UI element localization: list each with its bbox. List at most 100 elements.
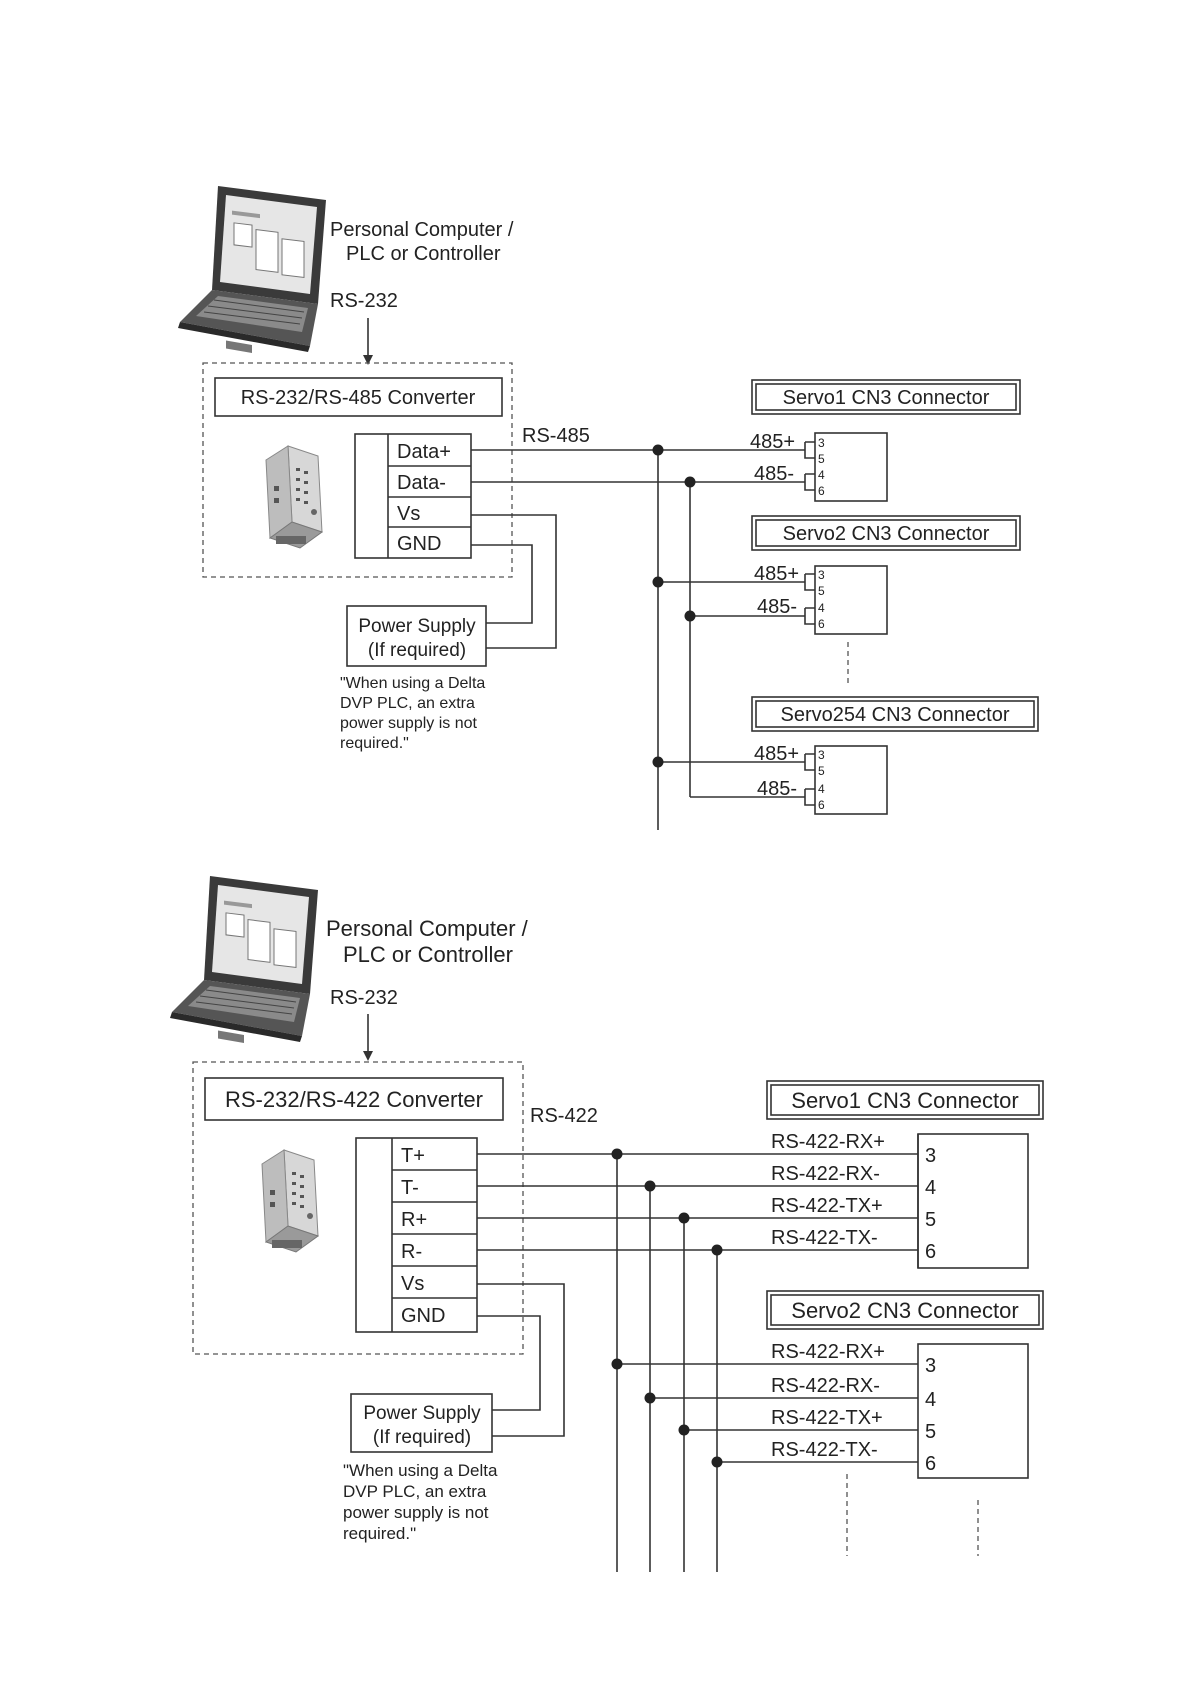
junction-dot: [652, 444, 664, 456]
terminal-block: [354, 433, 472, 559]
servo254-pin: 4: [818, 782, 825, 796]
servo2-pin: 3: [925, 1355, 936, 1377]
junction-dot: [644, 1180, 656, 1192]
terminal-data-plus: Data+: [397, 441, 451, 463]
servo2-pin: 4: [925, 1389, 936, 1411]
servo1-title: Servo1 CN3 Connector: [791, 1088, 1018, 1113]
laptop-icon: [177, 185, 327, 354]
power-supply-box: [346, 605, 487, 667]
servo1-pin: 6: [925, 1241, 936, 1263]
servo1-title: Servo1 CN3 Connector: [783, 387, 990, 409]
servo2-minus-label: 485-: [757, 596, 797, 618]
converter-title: RS-232/RS-422 Converter: [225, 1087, 483, 1112]
servo2-connector: Servo2 CN3 Connector 485+ 485- 3 5 4 6: [751, 515, 1021, 635]
servo-title-box: [766, 1290, 1044, 1330]
junction-dot: [678, 1424, 690, 1436]
converter-enclosure: [202, 362, 513, 578]
servo1-pin: 4: [925, 1177, 936, 1199]
rs232-label: RS-232: [330, 290, 398, 312]
converter-title-box: [214, 377, 503, 417]
servo1-signal: RS-422-RX-: [771, 1163, 880, 1185]
converter-enclosure: [192, 1061, 524, 1355]
terminal-vs: Vs: [397, 503, 420, 525]
terminal-gnd: GND: [401, 1305, 445, 1327]
laptop-icon: [169, 875, 319, 1044]
servo1-plus-label: 485+: [750, 431, 795, 453]
servo254-connector: Servo254 CN3 Connector 485+ 485- 3 5 4 6: [751, 696, 1039, 815]
servo1-pin: 5: [818, 452, 825, 466]
rs422-diagram: Personal Computer / PLC or Controller RS…: [169, 875, 1044, 1572]
power-note-line4: required.": [343, 1524, 416, 1543]
servo1-signal: RS-422-TX+: [771, 1195, 883, 1217]
junction-dot: [678, 1212, 690, 1224]
bus-label: RS-422: [530, 1105, 598, 1127]
terminal-data-minus: Data-: [397, 472, 446, 494]
pc-label-line2: PLC or Controller: [346, 243, 501, 265]
power-supply-line2: (If required): [368, 640, 466, 661]
servo2-connector: Servo2 CN3 Connector RS-422-RX+ RS-422-R…: [766, 1290, 1044, 1479]
servo1-connector: Servo1 CN3 Connector RS-422-RX+ RS-422-R…: [766, 1080, 1044, 1269]
junction-dot: [652, 756, 664, 768]
servo1-pin: 3: [818, 436, 825, 450]
servo1-pin: 3: [925, 1145, 936, 1167]
servo254-minus-label: 485-: [757, 778, 797, 800]
servo1-pin: 4: [818, 468, 825, 482]
servo2-signal: RS-422-RX+: [771, 1341, 885, 1363]
terminal-r-plus: R+: [401, 1209, 427, 1231]
converter-title-box: [204, 1077, 504, 1121]
servo2-pin: 4: [818, 601, 825, 615]
servo-title-box: [766, 1080, 1044, 1120]
junction-dot: [611, 1358, 623, 1370]
servo2-pin: 3: [818, 568, 825, 582]
power-note-line2: DVP PLC, an extra: [343, 1482, 487, 1501]
junction-dot: [711, 1456, 723, 1468]
pc-label-line1: Personal Computer /: [330, 219, 514, 241]
power-wiring: [477, 1283, 565, 1437]
servo-title-box: [751, 696, 1039, 732]
servo254-pin: 6: [818, 798, 825, 812]
power-supply-line1: Power Supply: [363, 1403, 481, 1424]
servo2-pin: 5: [925, 1421, 936, 1443]
terminal-gnd: GND: [397, 533, 441, 555]
servo1-pin: 5: [925, 1209, 936, 1231]
converter-module-icon: [261, 1149, 319, 1253]
servo254-plus-label: 485+: [754, 743, 799, 765]
servo2-signal: RS-422-TX+: [771, 1407, 883, 1429]
servo1-signal: RS-422-RX+: [771, 1131, 885, 1153]
junction-dot: [652, 576, 664, 588]
servo-title-box: [751, 515, 1021, 551]
converter-title: RS-232/RS-485 Converter: [241, 387, 476, 409]
servo1-connector: Servo1 CN3 Connector 485+ 485- 3 5 4 6: [750, 379, 1021, 502]
rs485-diagram: Personal Computer / PLC or Controller RS…: [177, 185, 1039, 830]
junction-dot: [684, 476, 696, 488]
terminal-r-minus: R-: [401, 1241, 422, 1263]
servo254-pin: 5: [818, 764, 825, 778]
power-supply-line2: (If required): [373, 1427, 471, 1448]
rs422-bus-wires: [477, 1153, 979, 1572]
servo1-signal: RS-422-TX-: [771, 1227, 878, 1249]
terminal-t-plus: T+: [401, 1145, 425, 1167]
junction-dot: [644, 1392, 656, 1404]
terminal-block: [355, 1137, 478, 1333]
power-note-line3: power supply is not: [343, 1503, 489, 1522]
servo2-pin: 6: [925, 1453, 936, 1475]
junction-dot: [611, 1148, 623, 1160]
servo2-signal: RS-422-TX-: [771, 1439, 878, 1461]
servo2-title: Servo2 CN3 Connector: [783, 523, 990, 545]
servo2-title: Servo2 CN3 Connector: [791, 1298, 1018, 1323]
power-supply-line1: Power Supply: [358, 616, 476, 637]
servo2-pin: 6: [818, 617, 825, 631]
terminal-vs: Vs: [401, 1273, 424, 1295]
servo254-title: Servo254 CN3 Connector: [780, 704, 1009, 726]
power-note-line1: "When using a Delta: [343, 1461, 498, 1480]
servo2-plus-label: 485+: [754, 563, 799, 585]
power-note-line1: "When using a Delta: [340, 675, 485, 692]
power-note-line3: power supply is not: [340, 715, 478, 732]
pc-label-line2: PLC or Controller: [343, 942, 513, 967]
power-supply-box: [350, 1393, 493, 1453]
servo1-minus-label: 485-: [754, 463, 794, 485]
servo-title-box: [751, 379, 1021, 415]
power-note-line2: DVP PLC, an extra: [340, 695, 475, 712]
power-wiring: [471, 514, 557, 649]
